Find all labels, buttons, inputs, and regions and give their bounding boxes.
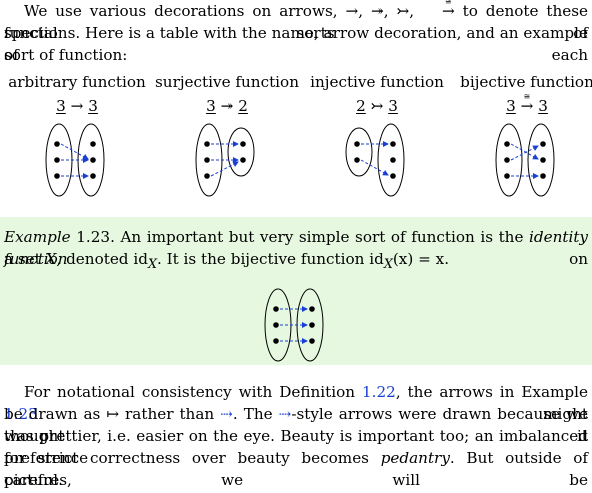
dashed-arrow-symbol: ⇢ [220,405,233,423]
mapsto-symbol: ↦ [106,405,120,423]
injective-function-column: injective function 2 ↣ 3 [302,72,452,200]
example-link[interactable]: 1.23 [4,405,38,423]
injective-function-diagram [345,123,405,197]
column-title: surjective function [155,73,299,91]
bijective-function-column: bijective function 3 →≅ 3 [452,72,592,200]
intro-line-2: functions. Here is a table with the name… [4,24,588,64]
intro-text: to denote these special sorts of [4,2,589,42]
arrow-label: 2 ↣ 3 [356,97,398,115]
identity-function-term: identity function [4,228,589,268]
identity-function-diagram [264,288,324,362]
surjective-function-diagram [195,123,255,197]
closing-line-3: was prettier, i.e. easier on the eye. Be… [4,427,588,467]
column-title: injective function [310,73,444,91]
intro-paragraph: We use various decorations on arrows, →,… [4,0,589,42]
iso-arrow-symbol: →≅ [441,0,455,20]
bijective-function-diagram [495,123,555,197]
example-line-1: Example 1.23. An important but very simp… [4,228,589,268]
example-label: Example [4,228,71,246]
pedantry-term: pedantry [380,449,450,467]
arbitrary-function-diagram [45,123,105,197]
column-title: arbitrary function [8,73,146,91]
example-box [0,217,592,365]
intro-text: We use various decorations on arrows, [24,2,338,20]
closing-line-5: careful. [4,471,63,489]
arbitrary-function-column: arbitrary function 3 → 3 [2,72,152,200]
column-title: bijective function [460,73,592,91]
intro-line-3: sort of function: [4,46,128,64]
injective-arrow-symbol: ↣ [396,2,410,20]
dashed-arrow-symbol: ⇢ [278,405,292,423]
surjective-arrow-symbol: ↠ [370,2,384,20]
definition-link[interactable]: 1.22 [361,383,396,401]
example-number: 1.23. [76,228,115,246]
arrow-label: 3 → 3 [56,97,98,115]
arrow-label: 3 →≅ 3 [506,92,548,115]
closing-line-2: be drawn as ↦ rather than ⇢. The ⇢-style… [4,405,589,445]
surjective-function-column: surjective function 3 ↠ 2 [152,72,302,200]
example-line-2: a set X, denoted idX. It is the bijectiv… [4,250,450,272]
arrow-symbol: → [345,2,359,20]
closing-line-4: for strict correctness over beauty becom… [4,449,589,489]
arrow-label: 3 ↠ 2 [206,97,248,115]
closing-line-1: For notational consistency with Definiti… [4,383,589,423]
